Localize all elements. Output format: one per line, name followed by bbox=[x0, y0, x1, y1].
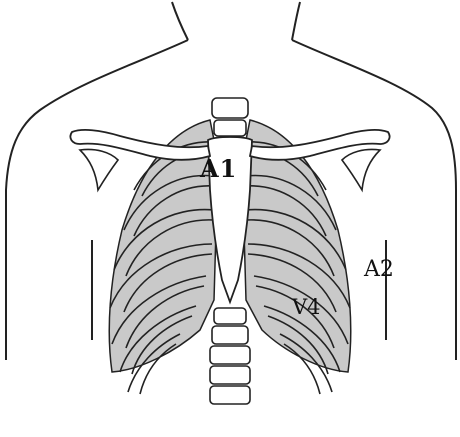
scapula-right bbox=[342, 149, 380, 190]
electrode-label-a2: A2 bbox=[364, 259, 394, 281]
electrode-label-v4: V4 bbox=[292, 297, 321, 318]
neck-outline-left bbox=[172, 2, 188, 40]
scapula-left bbox=[80, 149, 118, 190]
neck-outline-right bbox=[292, 2, 300, 40]
electrode-label-a1: A1 bbox=[200, 157, 237, 181]
